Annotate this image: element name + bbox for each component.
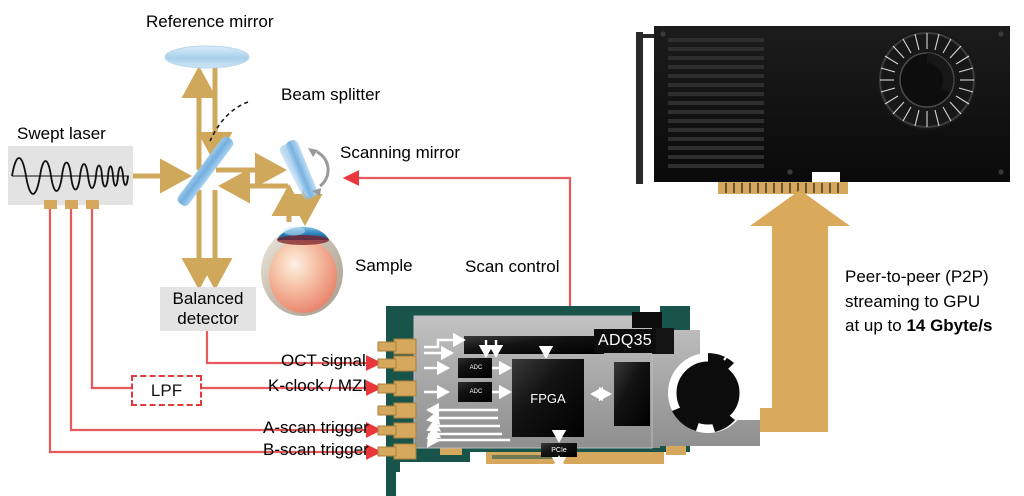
adc-block-2 — [448, 382, 492, 402]
adc-block-1 — [448, 358, 492, 378]
b-scan-trigger-label: B-scan trigger — [263, 440, 369, 459]
memory-block — [614, 362, 650, 426]
balanced-detector-line1: Balanced — [172, 288, 244, 308]
input-connectors — [377, 338, 417, 460]
p2p-line3-prefix: at up to — [845, 316, 907, 336]
electrical-signal-lines — [48, 170, 572, 460]
p2p-line1: Peer-to-peer (P2P) — [845, 267, 989, 286]
reference-mirror-label: Reference mirror — [146, 12, 274, 31]
fpga-block — [512, 359, 584, 437]
fpga-label: FPGA — [530, 390, 566, 406]
swept-laser-source — [8, 146, 133, 209]
balanced-detector-box: Balanced detector — [160, 287, 256, 331]
mirror-rotation-arc — [316, 150, 330, 188]
beam-splitter-label: Beam splitter — [281, 85, 381, 104]
p2p-line2: streaming to GPU — [845, 291, 981, 311]
gpu-card — [636, 26, 1010, 194]
k-clock-label: K-clock / MZI — [268, 376, 368, 395]
adq35-model-label: ADQ35 — [594, 329, 656, 353]
balanced-detector-line2: detector — [177, 309, 239, 328]
reference-mirror-optic — [164, 45, 250, 69]
p2p-throughput-value: 14 Gbyte/s — [906, 316, 993, 336]
pcie-block — [541, 443, 577, 457]
p2p-line3: at up to 14 Gbyte/s — [845, 314, 992, 339]
lpf-label: LPF — [150, 380, 183, 400]
sample-label: Sample — [355, 256, 413, 275]
oct-signal-label: OCT signal — [281, 351, 366, 370]
adc-1-label: ADC — [469, 365, 483, 371]
gpu-fan — [877, 30, 977, 130]
p2p-note: Peer-to-peer (P2P) streaming to GPU at u… — [845, 265, 992, 339]
signal-to-lpf — [90, 209, 131, 390]
adc-2-label: ADC — [469, 389, 483, 395]
p2p-stream-arrow — [750, 190, 850, 432]
card-fan — [668, 351, 750, 433]
beam-splitter-leader — [209, 101, 249, 142]
sample-eye — [261, 226, 343, 316]
scanning-mirror-label: Scanning mirror — [340, 143, 460, 162]
signal-a-scan — [69, 209, 383, 438]
signal-oct — [205, 330, 383, 371]
signal-b-scan — [48, 209, 383, 460]
a-scan-trigger-label: A-scan trigger — [263, 418, 369, 437]
beam-splitter-optic — [177, 101, 249, 206]
swept-laser-label: Swept laser — [17, 124, 106, 143]
lpf-box: LPF — [131, 375, 202, 406]
pcie-label: PCIe — [551, 446, 567, 454]
scanning-mirror-optic — [279, 140, 330, 200]
signal-scan-control — [342, 170, 572, 312]
scan-control-label: Scan control — [465, 257, 560, 276]
